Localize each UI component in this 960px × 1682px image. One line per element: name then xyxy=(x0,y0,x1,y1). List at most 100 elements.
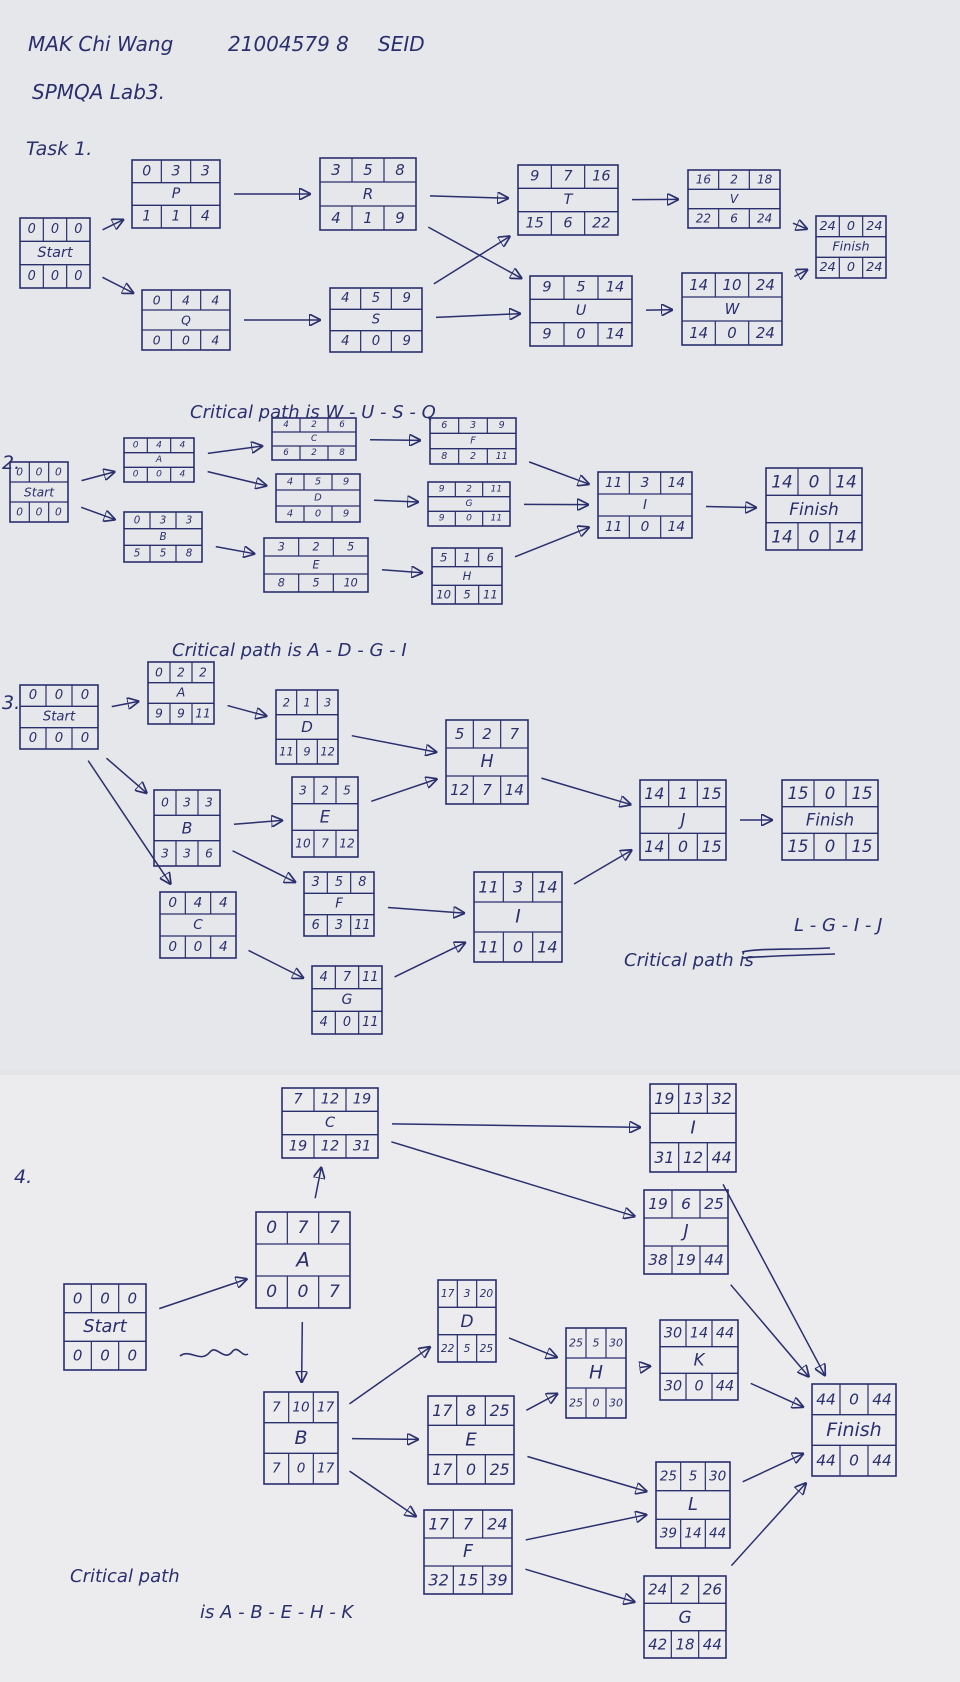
task4-arrow-start-to-a xyxy=(159,1279,246,1310)
node-activity-name: H xyxy=(480,752,493,772)
node-top-value: 11 xyxy=(605,475,622,491)
node-bottom-value: 0 xyxy=(16,506,23,519)
node-bottom-value: 2 xyxy=(311,448,317,458)
task3-arrow-start-to-a xyxy=(111,701,138,706)
node-top-value: 0 xyxy=(134,514,141,526)
node-top-value: 13 xyxy=(683,1089,703,1108)
node-top-value: 0 xyxy=(16,466,23,479)
node-top-value: 4 xyxy=(320,970,328,985)
node-top-value: 15 xyxy=(702,784,722,803)
node-activity-name: Finish xyxy=(826,1419,881,1441)
node-top-value: 5 xyxy=(372,291,380,306)
node-top-value: 6 xyxy=(681,1195,691,1213)
node-top-value: 7 xyxy=(563,169,573,185)
node-activity-name: J xyxy=(678,811,686,830)
node-bottom-value: 7 xyxy=(482,781,492,799)
node-top-value: 2 xyxy=(482,725,492,743)
node-bottom-value: 4 xyxy=(219,939,228,955)
node-bottom-value: 14 xyxy=(505,781,524,799)
node-top-value: 24 xyxy=(487,1515,508,1534)
node-bottom-value: 17 xyxy=(432,1460,452,1479)
node-top-value: 5 xyxy=(576,280,585,296)
node-bottom-value: 12 xyxy=(321,1138,339,1154)
node-top-value: 32 xyxy=(712,1089,732,1108)
node-top-value: 5 xyxy=(363,161,372,179)
node-top-value: 19 xyxy=(353,1092,371,1108)
node-box xyxy=(649,1083,737,1173)
node-top-value: 0 xyxy=(825,784,836,803)
node-bottom-value: 24 xyxy=(756,324,775,342)
node-top-value: 44 xyxy=(816,1390,836,1408)
node-top-value: 2 xyxy=(177,665,185,679)
node-bottom-value: 9 xyxy=(177,707,185,721)
node-box xyxy=(681,272,783,346)
node-bottom-value: 0 xyxy=(153,333,161,348)
node-activity-name: I xyxy=(515,907,520,928)
task1-arrow-r-to-u xyxy=(427,226,521,278)
node-bottom-value: 0 xyxy=(466,1460,476,1479)
node-bottom-value: 11 xyxy=(483,588,498,602)
task4-arrow-l-to-finish xyxy=(742,1454,803,1483)
node-bottom-value: 0 xyxy=(81,731,89,746)
node-top-value: 14 xyxy=(644,784,664,803)
node-bottom-value: 42 xyxy=(648,1635,667,1653)
node-box xyxy=(529,275,633,347)
node-activity-name: Q xyxy=(181,313,191,328)
node-box xyxy=(473,871,563,963)
node-box xyxy=(123,437,195,483)
task4-arrow-k-to-finish xyxy=(750,1382,803,1407)
node-top-value: 3 xyxy=(186,514,193,526)
node-bottom-value: 24 xyxy=(757,211,772,225)
task2-arrow-h-to-i xyxy=(514,527,589,558)
node-top-value: 3 xyxy=(641,475,650,491)
node-activity-name: H xyxy=(589,1363,603,1384)
node-activity-name: D xyxy=(301,718,313,736)
student-name: MAK Chi Wang xyxy=(28,32,174,56)
task-4-critical-path-cont: is A - B - E - H - K xyxy=(200,1602,354,1623)
task2-arrow-c-to-f xyxy=(369,440,420,441)
node-top-value: 0 xyxy=(266,1218,277,1238)
task4-arrow-c-to-i xyxy=(391,1124,640,1127)
task1-arrow-start-to-p xyxy=(102,220,123,231)
node-top-value: 14 xyxy=(537,878,558,897)
node-bottom-value: 0 xyxy=(156,470,162,480)
node-bottom-value: 4 xyxy=(331,209,340,227)
node-bottom-value: 4 xyxy=(179,470,185,480)
task2-arrow-a-to-d xyxy=(207,470,267,486)
node-bottom-value: 15 xyxy=(525,215,543,231)
node-bottom-value: 5 xyxy=(463,588,470,602)
node-top-value: 2 xyxy=(730,173,738,187)
node-top-value: 9 xyxy=(402,291,410,306)
node-box xyxy=(597,471,693,539)
task2-arrow-f-to-i xyxy=(528,461,589,484)
node-activity-name: B xyxy=(182,819,193,838)
node-top-value: 30 xyxy=(609,1337,623,1350)
node-activity-name: A xyxy=(294,1249,310,1272)
node-bottom-value: 9 xyxy=(303,745,310,759)
task4-arrow-i-to-finish xyxy=(722,1184,825,1375)
node-top-value: 3 xyxy=(201,163,210,179)
node-activity-name: U xyxy=(576,303,587,319)
node-top-value: 30 xyxy=(664,1325,682,1341)
node-top-value: 14 xyxy=(690,1325,708,1341)
node-top-value: 7 xyxy=(293,1092,303,1108)
task2-arrow-start-to-b xyxy=(80,506,114,519)
node-box xyxy=(141,289,231,351)
node-top-value: 5 xyxy=(455,725,465,743)
node-bottom-value: 9 xyxy=(439,514,445,524)
node-bottom-value: 0 xyxy=(694,1379,703,1395)
node-top-value: 5 xyxy=(343,783,351,797)
